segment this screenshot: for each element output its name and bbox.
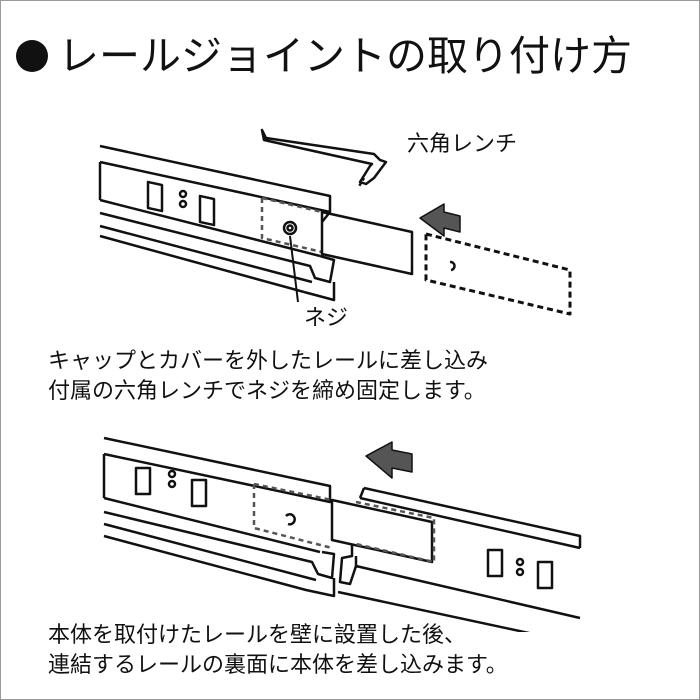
rail-right xyxy=(337,486,582,632)
rail-slot xyxy=(198,194,216,227)
page-title: レールジョイントの取り付け方 xyxy=(16,28,632,84)
rail-slot xyxy=(536,560,554,590)
rail-slot xyxy=(146,180,164,213)
rail-hole xyxy=(167,479,177,489)
diagram-1-caption-line-2: 付属の六角レンチでネジを締め固定します。 xyxy=(48,379,486,404)
rail-hole xyxy=(178,189,188,199)
hex-wrench-icon xyxy=(260,128,388,189)
rail-hole xyxy=(167,469,177,479)
joint-plate-inserted xyxy=(260,196,414,276)
rail-slot xyxy=(190,478,208,508)
joint-plate xyxy=(330,498,434,564)
page-title-text: レールジョイントの取り付け方 xyxy=(58,32,632,80)
screw xyxy=(282,220,298,236)
rail-hole xyxy=(515,567,525,577)
diagram-2-caption-line-2: 連結するレールの裏面に本体を差し込みます。 xyxy=(48,653,508,678)
rail-slot xyxy=(486,548,504,578)
direction-arrow-icon xyxy=(365,441,413,479)
bullet-icon xyxy=(16,40,48,72)
diagram-2-caption-line-1: 本体を取付けたレールを壁に設置した後、 xyxy=(48,623,467,648)
wrench-label: 六角レンチ xyxy=(407,132,518,157)
rail-left xyxy=(102,436,336,598)
rail-slot xyxy=(134,466,152,496)
diagram-1 xyxy=(98,128,572,316)
rail-left xyxy=(98,144,336,302)
rail-hole xyxy=(515,557,525,567)
diagram-2 xyxy=(102,436,582,632)
diagram-1-caption-line-1: キャップとカバーを外したレールに差し込み xyxy=(48,349,489,374)
rail-hole xyxy=(178,199,188,209)
joint-plate-separate xyxy=(424,232,572,316)
screw-label: ネジ xyxy=(304,306,349,331)
direction-arrow-icon xyxy=(419,203,461,237)
